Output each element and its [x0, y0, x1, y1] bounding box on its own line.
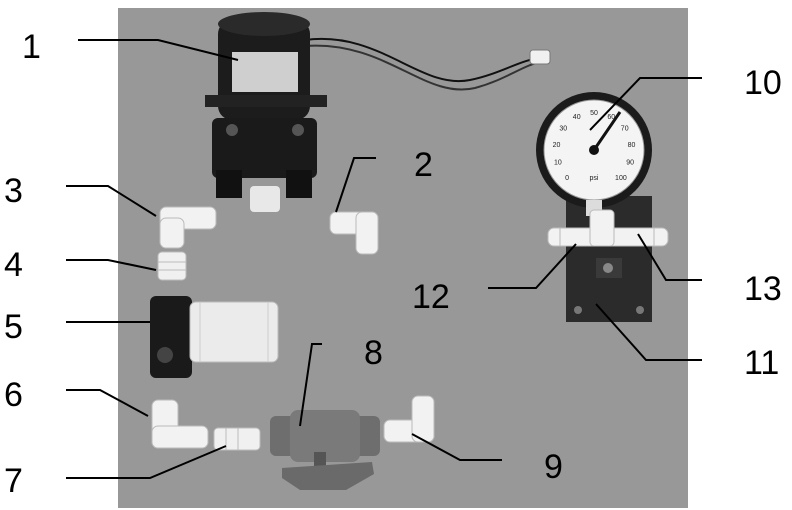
callout-8: 8	[364, 334, 383, 372]
gauge-scale-label: 0	[565, 175, 569, 182]
elbow-fitting-9	[383, 395, 435, 443]
pressure-gauge	[536, 92, 652, 216]
ball-valve	[270, 410, 380, 490]
leader-line-3	[66, 185, 157, 217]
tee-fitting	[547, 209, 669, 247]
leader-line-4	[66, 259, 157, 271]
gauge-scale-label: 100	[615, 175, 627, 182]
gauge-scale-labels: 0 10 20 30 40 50 60 70 80 90 100	[553, 110, 636, 182]
callout-2: 2	[414, 146, 433, 184]
gauge-scale-label: 20	[553, 142, 561, 149]
callout-1: 1	[22, 28, 41, 66]
filter	[150, 296, 279, 378]
leader-line-12	[488, 243, 577, 289]
gauge-scale-label: 90	[626, 160, 634, 167]
leader-line-10	[589, 77, 702, 131]
callout-7: 7	[4, 462, 23, 500]
callout-3: 3	[4, 172, 23, 210]
callout-9: 9	[544, 448, 563, 486]
callout-13: 13	[744, 270, 782, 308]
gauge-scale-label: 30	[559, 126, 567, 133]
leader-line-6	[66, 389, 149, 417]
callout-10: 10	[744, 64, 782, 102]
callout-4: 4	[4, 246, 23, 284]
elbow-fitting-3	[159, 206, 217, 249]
pump	[205, 12, 327, 212]
callout-11: 11	[744, 344, 780, 382]
leader-line-1	[78, 39, 239, 61]
leader-line-2	[335, 157, 376, 213]
pump-wires	[304, 37, 541, 83]
gauge-scale-label: 40	[573, 114, 581, 121]
elbow-fitting-2	[329, 211, 379, 255]
elbow-fitting-6	[151, 399, 209, 449]
leader-line-7	[66, 445, 227, 479]
gauge-scale-label: 70	[621, 126, 629, 133]
gauge-unit: psi	[590, 175, 599, 182]
callout-12: 12	[412, 278, 450, 316]
leader-lines	[66, 39, 702, 479]
wire-connector	[529, 49, 551, 65]
gauge-scale-label: 60	[607, 114, 615, 121]
callout-6: 6	[4, 376, 23, 414]
leader-line-13	[637, 233, 702, 281]
gauge-scale-label: 10	[554, 160, 562, 167]
nipple-fitting-7	[213, 427, 261, 451]
leader-line-9	[411, 433, 502, 461]
gauge-scale-label: 80	[628, 142, 636, 149]
callout-5: 5	[4, 308, 23, 346]
leader-line-11	[595, 303, 702, 361]
nipple-fitting-4	[157, 251, 187, 281]
gauge-scale-label: 50	[590, 110, 598, 117]
leader-line-8	[299, 343, 322, 427]
